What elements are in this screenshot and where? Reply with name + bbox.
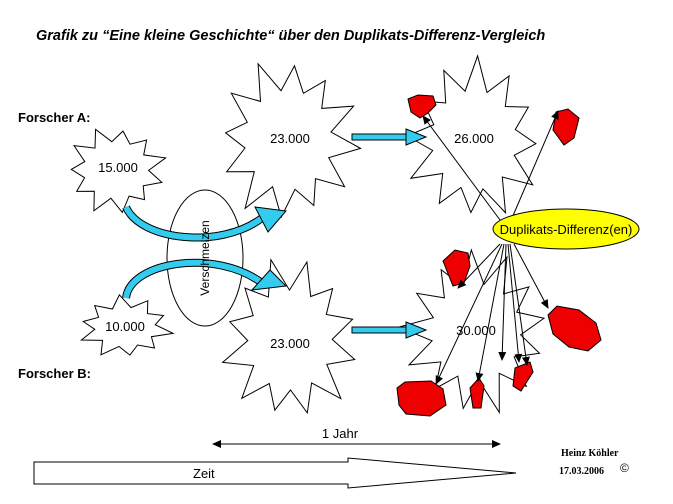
burst-a-mid-shape — [224, 62, 362, 219]
duplicates-ellipse — [492, 208, 640, 250]
date-credit: 17.03.2006 — [559, 466, 604, 477]
merge-ellipse — [166, 189, 244, 327]
pointer-line-b4 — [498, 243, 507, 361]
time-arrow — [33, 457, 517, 489]
pointer-line-b2 — [435, 243, 503, 385]
burst-a-end-value: 26.000 — [454, 131, 494, 146]
growth-arrow-b-head — [405, 321, 428, 339]
pointer-line-b3 — [475, 243, 505, 382]
merge-arrow-a-head — [254, 206, 287, 233]
copyright-symbol: © — [620, 461, 629, 475]
year-label: 1 Jahr — [322, 426, 359, 441]
researcher-a-label: Forscher A: — [18, 110, 90, 125]
burst-b-start-value: 10.000 — [105, 319, 145, 334]
merge-arrow-b — [123, 259, 264, 299]
burst-a-start-value: 15.000 — [98, 160, 138, 175]
pointer-line-a-left — [422, 115, 501, 221]
pointer-line-b5 — [507, 243, 523, 363]
time-label: Zeit — [193, 466, 215, 481]
burst-b-start-shape — [80, 294, 175, 356]
pointer-line-b1 — [457, 243, 501, 289]
burst-a-mid-value: 23.000 — [270, 131, 310, 146]
burst-b-end-shape — [397, 248, 546, 415]
duplicate-blob-2 — [552, 108, 580, 146]
merge-label: Verschmelzen — [198, 220, 212, 295]
duplicates-label: Duplikats-Differenz(en) — [500, 222, 633, 237]
duplicate-blob-3 — [442, 249, 471, 287]
burst-b-mid-value: 23.000 — [270, 336, 310, 351]
growth-arrow-a-head — [405, 128, 428, 146]
duplicate-blob-1 — [407, 94, 437, 119]
pointer-line-b6 — [509, 243, 530, 366]
page-title: Grafik zu “Eine kleine Geschichte“ über … — [36, 28, 545, 44]
researcher-b-label: Forscher B: — [18, 366, 91, 381]
burst-b-mid-shape — [221, 258, 356, 415]
burst-a-start-shape — [70, 128, 167, 214]
pointer-lines — [422, 110, 559, 385]
growth-arrow-a — [351, 133, 409, 141]
author-credit: Heinz Köhler — [561, 448, 619, 459]
duplicate-blob-4 — [547, 305, 602, 352]
merge-arrow-a — [123, 205, 264, 241]
burst-b-end-value: 30.000 — [456, 323, 496, 338]
merge-arrow-b-head — [250, 269, 288, 291]
duplicate-blob-5 — [396, 380, 447, 417]
pointer-line-b7 — [513, 243, 549, 309]
pointer-line-a-right — [511, 110, 559, 219]
growth-arrow-b — [351, 326, 409, 334]
